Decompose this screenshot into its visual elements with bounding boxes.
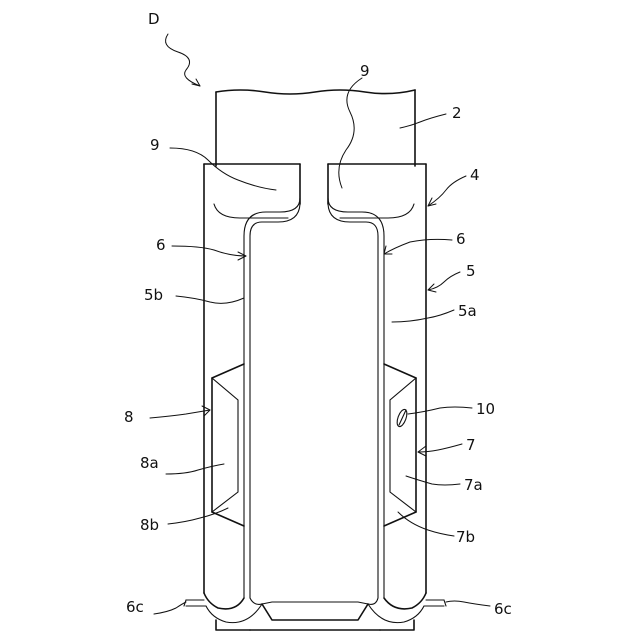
- label-6c-right: 6c: [494, 600, 512, 618]
- left-upper-cavity: [214, 198, 300, 598]
- label-5b: 5b: [144, 286, 163, 304]
- reference-labels: D 9 2 9 4 6 6 5 5b 5a 8 10 7 8a 7a 8b 7b…: [124, 10, 512, 618]
- right-tab-7: [384, 364, 416, 526]
- label-5: 5: [466, 262, 476, 280]
- label-5a: 5a: [458, 302, 477, 320]
- label-10: 10: [476, 400, 495, 418]
- leader-lines: [150, 34, 490, 614]
- label-8a: 8a: [140, 454, 159, 472]
- bottom-base: [184, 593, 446, 630]
- label-6-right: 6: [456, 230, 466, 248]
- right-upper-cavity: [328, 198, 414, 598]
- label-6c-left: 6c: [126, 598, 144, 616]
- label-8b: 8b: [140, 516, 159, 534]
- upper-block-2: [216, 90, 415, 166]
- housing-outline: [204, 164, 426, 593]
- label-9-top: 9: [360, 62, 370, 80]
- label-8: 8: [124, 408, 134, 426]
- label-7a: 7a: [464, 476, 483, 494]
- label-2: 2: [452, 104, 462, 122]
- label-d: D: [148, 10, 160, 28]
- label-6-left: 6: [156, 236, 166, 254]
- label-7b: 7b: [456, 528, 475, 546]
- label-4: 4: [470, 166, 480, 184]
- label-7: 7: [466, 436, 476, 454]
- left-tab-8: [212, 364, 244, 526]
- label-9-left: 9: [150, 136, 160, 154]
